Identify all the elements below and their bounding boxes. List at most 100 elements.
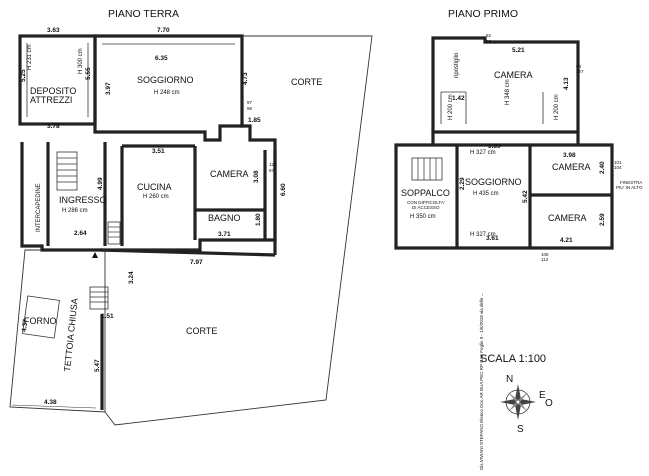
label-soggiorno-pp-h: H 435 cm <box>473 191 499 197</box>
dim-499: 4.99 <box>97 177 104 190</box>
stair-tettoia <box>89 286 109 310</box>
dim-547: 5.47 <box>94 359 101 372</box>
label-soggiorno-pt-h: H 248 cm <box>154 90 180 96</box>
first-floor: CAMERA H 348 cm ripostiglio H 200 cm H 2… <box>394 33 643 262</box>
label-ingresso: INGRESSO <box>59 195 107 205</box>
dim-421: 4.21 <box>560 237 573 244</box>
dim-s106: 106 <box>541 252 549 257</box>
label-soppalco: SOPPALCO <box>401 188 450 198</box>
compass-s: S <box>517 424 524 435</box>
label-ripostiglio: ripostiglio <box>454 52 460 78</box>
label-camera-pp1: CAMERA <box>494 70 533 80</box>
dim-185: 1.85 <box>248 117 261 124</box>
label-cucina: CUCINA <box>137 182 172 192</box>
label-ingresso-h: H 286 cm <box>62 208 88 214</box>
dim-324: 3.24 <box>128 271 135 284</box>
dim-259: 2.59 <box>599 213 606 226</box>
label-deposito-h: H 231 cm <box>27 44 33 70</box>
dim-660: 6.60 <box>280 183 287 196</box>
footer-signature: Dis.VIVIANI STEFANO Elenco Doc.AR BUA PE… <box>479 293 484 471</box>
label-corte-bottom: CORTE <box>186 326 217 336</box>
dim-378: 3.78 <box>47 123 60 130</box>
first-lower-walls <box>394 143 614 250</box>
label-camera-pt: CAMERA <box>210 169 249 179</box>
dim-180: 1.80 <box>255 213 262 226</box>
title-first-floor: PIANO PRIMO <box>448 8 518 20</box>
label-soggiorno-pp-h2: H 327 cm <box>470 150 496 156</box>
label-intercapedine: INTERCAPEDINE <box>36 183 42 232</box>
dim-142: 1.42 <box>452 95 465 102</box>
dim-151: 1.51 <box>101 313 114 320</box>
dim-264: 2.64 <box>74 230 87 237</box>
dim-398: 3.98 <box>563 152 576 159</box>
label-soppalco-h: H 350 cm <box>410 214 436 220</box>
stair-first <box>411 157 443 181</box>
label-tettoia: TETTOIA CHIUSA <box>62 298 80 373</box>
soggiorno-walls <box>93 34 244 142</box>
corte-outline <box>104 35 373 426</box>
dim-s101: 101 <box>614 160 622 165</box>
label-camera-pp3: CAMERA <box>548 213 587 223</box>
dim-521: 5.21 <box>512 47 525 54</box>
dim-s94: 94 <box>576 64 582 69</box>
dim-437: 4.37 <box>21 319 29 333</box>
label-attrezzi: ATTREZZI <box>30 95 72 105</box>
label-soggiorno-pt: SOGGIORNO <box>137 75 194 85</box>
dim-770: 7.70 <box>157 27 170 34</box>
label-soppalco-note1: CON DIFFICOLTA' <box>407 200 445 205</box>
dim-635: 6.35 <box>155 55 168 62</box>
dim-s104: 104 <box>614 165 622 170</box>
label-camera-pp1-h3: H 200 cm <box>554 94 560 120</box>
tettoia-outline <box>9 249 106 413</box>
label-cucina-h: H 260 cm <box>143 194 169 200</box>
label-bagno: BAGNO <box>208 213 241 223</box>
compass-n: N <box>506 374 513 385</box>
dim-229: 2.29 <box>459 177 466 190</box>
dim-413: 4.13 <box>563 77 570 90</box>
dim-389: 3.89 <box>488 143 501 150</box>
dim-473: 4.73 <box>242 72 249 85</box>
dim-s127: 127 <box>576 69 584 74</box>
dim-s97b: 97 <box>269 168 275 173</box>
label-finestra-1: FINESTRA <box>620 180 642 185</box>
dim-s121: 121 <box>269 162 277 167</box>
dim-308: 3.08 <box>253 170 260 183</box>
label-camera-pp1-h: H 348 cm <box>505 79 511 105</box>
label-deposito-h2: H 300 cm <box>78 48 84 74</box>
dim-351: 3.51 <box>152 148 165 155</box>
label-soppalco-note2: DI ACCESSO <box>412 205 440 210</box>
dim-397: 3.97 <box>105 82 112 95</box>
dim-s88: 88 <box>486 39 492 44</box>
dim-363: 3.63 <box>47 27 60 34</box>
label-corte-top: CORTE <box>291 77 322 87</box>
dim-240: 2.40 <box>599 161 606 174</box>
ground-floor: DEPOSITO ATTREZZI H 231 cm H 300 cm SOGG… <box>9 27 373 426</box>
title-ground-floor: PIANO TERRA <box>108 8 179 20</box>
stair-ingresso <box>56 151 78 191</box>
dim-438: 4.38 <box>44 399 57 406</box>
stair-lower <box>107 221 121 245</box>
ground-block-walls <box>20 124 277 252</box>
label-soggiorno-pp-h3: H 327 cm <box>470 232 496 238</box>
label-deposito: DEPOSITO <box>30 86 76 96</box>
dim-797: 7.97 <box>190 259 203 266</box>
dim-361: 3.61 <box>486 235 499 242</box>
compass-o: O <box>545 398 553 409</box>
dim-s92: 92 <box>486 33 492 38</box>
label-soggiorno-pp: SOGGIORNO <box>465 177 522 187</box>
forno-box <box>22 295 60 339</box>
dim-s96: 96 <box>247 106 253 111</box>
compass-rose-icon <box>500 384 536 420</box>
dim-525: 5.25 <box>20 69 27 82</box>
label-camera-pp1-h2: H 200 cm <box>448 94 454 120</box>
label-finestra-2: PIU' IN ALTO <box>616 185 643 190</box>
compass-e: E <box>539 390 546 401</box>
entrance-arrow-icon <box>92 252 98 258</box>
dim-542: 5.42 <box>522 190 529 203</box>
dim-s113: 113 <box>541 257 549 262</box>
dim-371: 3.71 <box>218 231 231 238</box>
dim-s97: 97 <box>247 100 253 105</box>
label-camera-pp2: CAMERA <box>552 162 591 172</box>
dim-555: 5.55 <box>85 67 92 80</box>
